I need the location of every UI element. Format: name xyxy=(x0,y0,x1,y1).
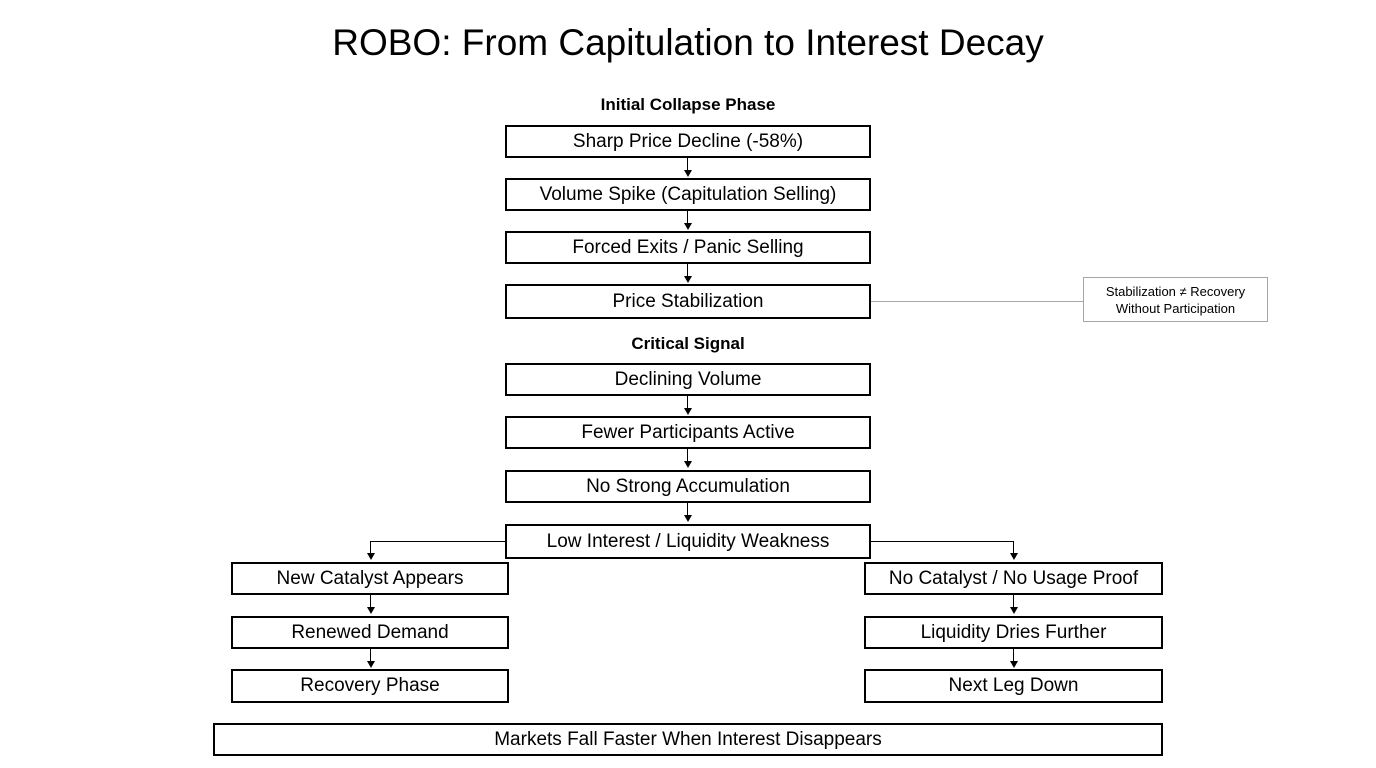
connector-liquidity-to-nextleg xyxy=(1013,649,1014,662)
node-sharp-price-decline[interactable]: Sharp Price Decline (-58%) xyxy=(505,125,871,158)
connector-accumulation-to-low-interest xyxy=(687,503,688,516)
connector-declining-to-fewer xyxy=(687,396,688,409)
node-declining-volume[interactable]: Declining Volume xyxy=(505,363,871,396)
node-recovery-phase[interactable]: Recovery Phase xyxy=(231,669,509,703)
node-forced-exits[interactable]: Forced Exits / Panic Selling xyxy=(505,231,871,264)
connector-sharp-to-volume xyxy=(687,158,688,171)
node-price-stabilization[interactable]: Price Stabilization xyxy=(505,284,871,319)
connector-branch-left-vertical xyxy=(370,541,371,554)
connector-branch-right-vertical xyxy=(1013,541,1014,554)
connector-forced-to-stabilization xyxy=(687,264,688,277)
annotation-connector-line xyxy=(871,301,1083,302)
arrowhead-fewer-to-accumulation xyxy=(684,461,692,468)
node-volume-spike[interactable]: Volume Spike (Capitulation Selling) xyxy=(505,178,871,211)
node-no-strong-accumulation[interactable]: No Strong Accumulation xyxy=(505,470,871,503)
annotation-line-1: Stabilization ≠ Recovery xyxy=(1105,283,1246,299)
page-title: ROBO: From Capitulation to Interest Deca… xyxy=(332,22,1044,63)
node-new-catalyst[interactable]: New Catalyst Appears xyxy=(231,562,509,595)
node-fewer-participants[interactable]: Fewer Participants Active xyxy=(505,416,871,449)
arrowhead-forced-to-stabilization xyxy=(684,276,692,283)
node-no-catalyst[interactable]: No Catalyst / No Usage Proof xyxy=(864,562,1163,595)
connector-volume-to-forced xyxy=(687,211,688,224)
node-conclusion[interactable]: Markets Fall Faster When Interest Disapp… xyxy=(213,723,1163,756)
annotation-stabilization-note: Stabilization ≠ Recovery Without Partici… xyxy=(1083,277,1268,322)
arrowhead-accumulation-to-low-interest xyxy=(684,515,692,522)
connector-fewer-to-accumulation xyxy=(687,449,688,462)
arrowhead-demand-to-recovery xyxy=(367,661,375,668)
node-renewed-demand[interactable]: Renewed Demand xyxy=(231,616,509,649)
node-low-interest[interactable]: Low Interest / Liquidity Weakness xyxy=(505,524,871,559)
connector-branch-right-horizontal xyxy=(871,541,1014,542)
section-header-initial-collapse: Initial Collapse Phase xyxy=(600,95,776,114)
arrowhead-sharp-to-volume xyxy=(684,170,692,177)
node-next-leg-down[interactable]: Next Leg Down xyxy=(864,669,1163,703)
section-header-critical-signal: Critical Signal xyxy=(631,334,745,353)
arrowhead-volume-to-forced xyxy=(684,223,692,230)
connector-branch-left-horizontal xyxy=(370,541,505,542)
arrowhead-liquidity-to-nextleg xyxy=(1010,661,1018,668)
node-liquidity-dries[interactable]: Liquidity Dries Further xyxy=(864,616,1163,649)
arrowhead-catalyst-to-demand xyxy=(367,607,375,614)
arrowhead-declining-to-fewer xyxy=(684,408,692,415)
arrowhead-nocatalyst-to-liquidity xyxy=(1010,607,1018,614)
connector-catalyst-to-demand xyxy=(370,595,371,608)
connector-nocatalyst-to-liquidity xyxy=(1013,595,1014,608)
connector-demand-to-recovery xyxy=(370,649,371,662)
arrowhead-branch-right xyxy=(1010,553,1018,560)
annotation-line-2: Without Participation xyxy=(1115,300,1236,316)
arrowhead-branch-left xyxy=(367,553,375,560)
